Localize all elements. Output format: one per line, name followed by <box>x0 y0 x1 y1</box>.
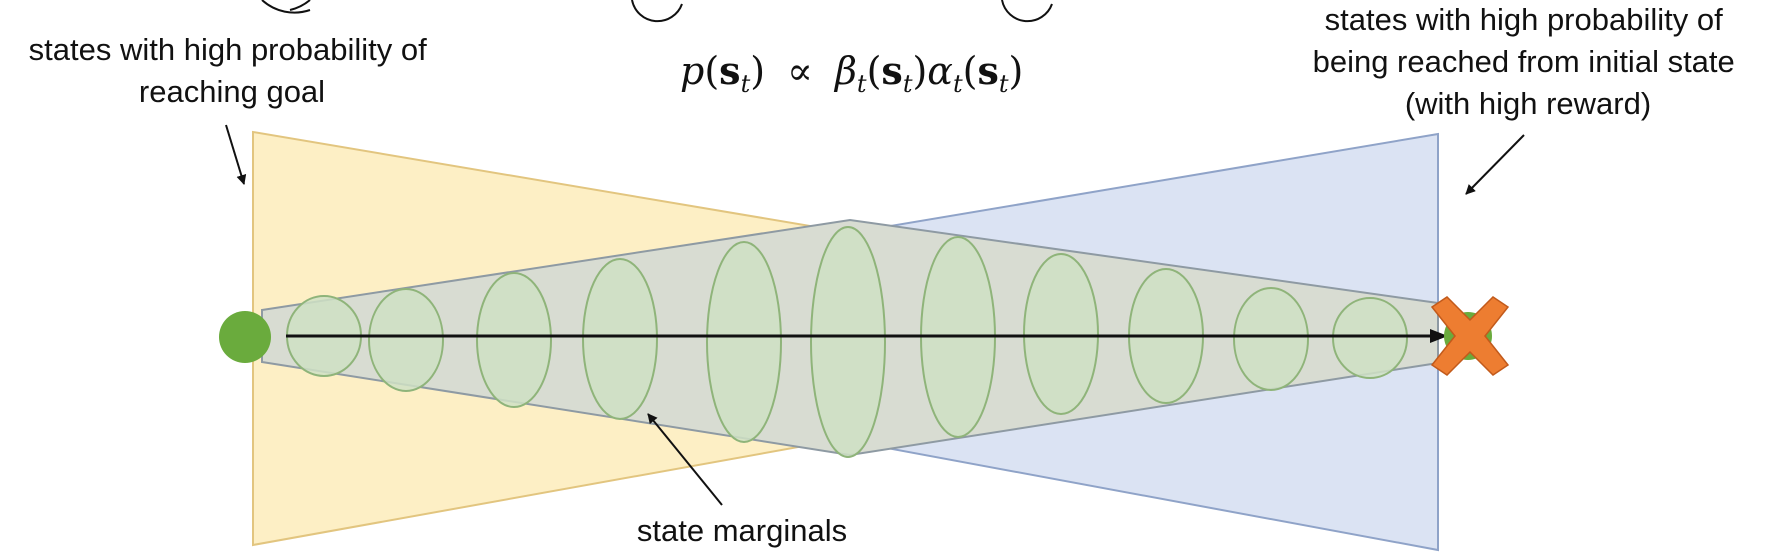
start-state-icon <box>219 311 271 363</box>
top-circle-middle <box>631 0 683 23</box>
state-marginal-11 <box>1332 297 1408 379</box>
goal-state-icon <box>1430 296 1510 376</box>
top-circle-left <box>261 0 311 14</box>
bottom-label: state marginals <box>637 513 847 548</box>
top-circle-left-b <box>289 0 311 11</box>
left-label: states with high probability of reaching… <box>29 32 436 109</box>
right-annotation-arrow <box>1465 134 1525 195</box>
right-label: states with high probability of being re… <box>1313 2 1744 121</box>
bottom-annotation-arrow <box>647 413 723 506</box>
state-marginal-2 <box>368 288 444 392</box>
state-marginal-10 <box>1233 287 1309 391</box>
left-label-line2: reaching goal <box>139 74 325 109</box>
right-label-line3: (with high reward) <box>1405 86 1651 121</box>
state-marginal-5 <box>706 241 782 443</box>
state-marginal-8 <box>1023 253 1099 415</box>
state-marginal-4 <box>582 258 658 420</box>
right-label-line2: being reached from initial state <box>1313 44 1735 79</box>
left-label-line1: states with high probability of <box>29 32 427 67</box>
state-marginal-3 <box>476 272 552 408</box>
marginal-formula: p(st) ∝ βt(st)αt(st) <box>680 48 1023 98</box>
state-marginal-ellipses <box>286 226 1408 458</box>
state-marginal-6 <box>810 226 886 458</box>
top-circle-right <box>1001 0 1053 23</box>
right-label-line1: states with high probability of <box>1325 2 1723 37</box>
left-annotation-arrow <box>225 124 247 185</box>
